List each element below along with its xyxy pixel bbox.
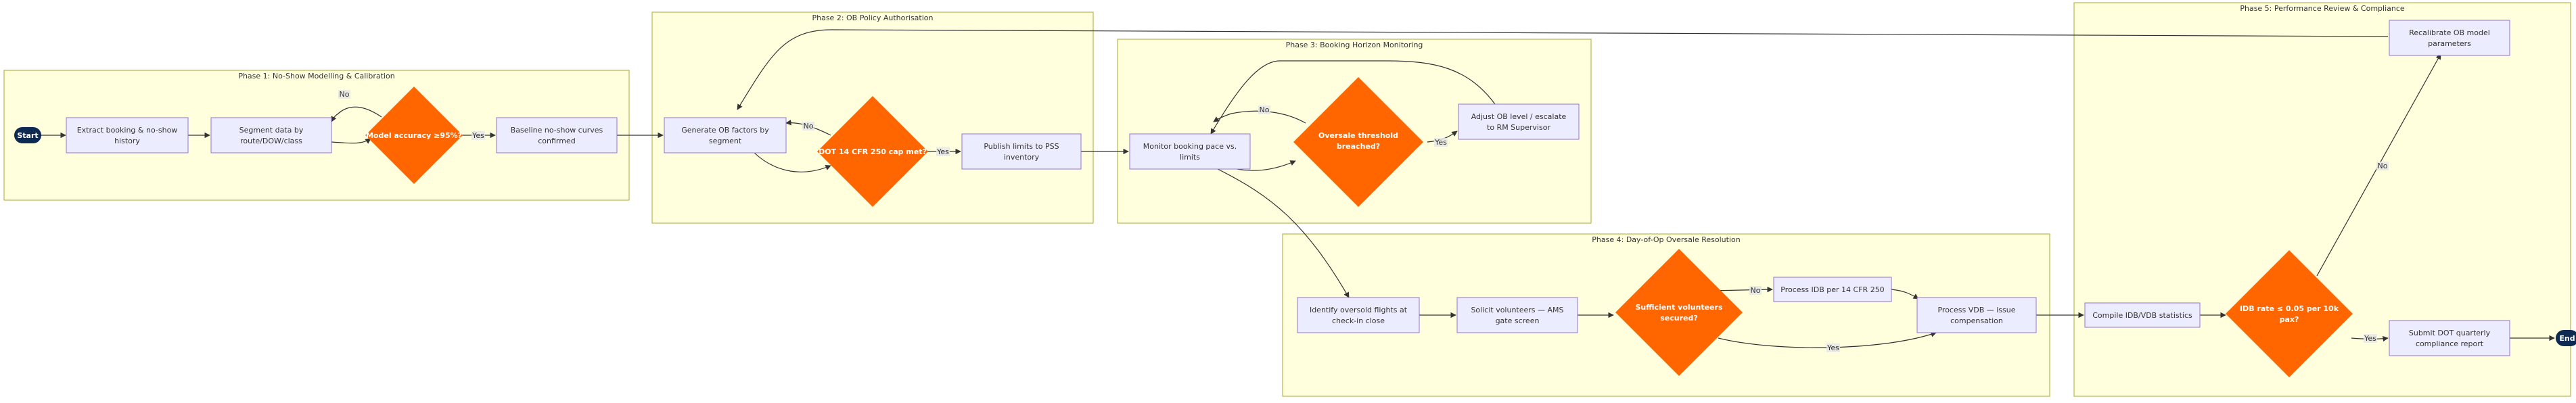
svg-text:Generate OB factors by: Generate OB factors by	[681, 126, 769, 135]
publish-limits-node[interactable]: Publish limits to PSS inventory	[961, 133, 1082, 170]
phase-5-title: Phase 5: Performance Review & Compliance	[2240, 4, 2405, 13]
svg-text:Yes: Yes	[1434, 138, 1447, 147]
svg-text:Segment data by: Segment data by	[239, 126, 304, 135]
process-idb-node[interactable]: Process IDB per 14 CFR 250	[1773, 277, 1892, 302]
svg-text:Baseline no-show curves: Baseline no-show curves	[511, 126, 603, 135]
svg-text:Yes: Yes	[472, 131, 484, 140]
sufficient-volunteers-decision[interactable]: Sufficient volunteers secured?	[1615, 249, 1743, 376]
svg-text:Yes: Yes	[1826, 343, 1839, 352]
monitor-pace-node[interactable]: Monitor booking pace vs. limits	[1129, 133, 1251, 170]
svg-text:Identify oversold flights at: Identify oversold flights at	[1310, 306, 1408, 314]
edge-label-modelacc-no: No	[338, 90, 350, 99]
svg-text:IDB rate ≤ 0.05 per 10k: IDB rate ≤ 0.05 per 10k	[2240, 304, 2339, 313]
svg-text:Publish limits to PSS: Publish limits to PSS	[984, 142, 1059, 151]
svg-text:confirmed: confirmed	[538, 137, 575, 145]
svg-text:check-in close: check-in close	[1332, 316, 1385, 325]
svg-text:No: No	[1751, 286, 1761, 295]
edge-monitor-identify	[1217, 168, 1350, 298]
start-node[interactable]: Start	[14, 127, 41, 143]
edge-generate-dot14	[753, 151, 831, 172]
edge-segment-modelacc	[331, 138, 371, 144]
segment-data-node[interactable]: Segment data by route/DOW/class	[210, 117, 332, 153]
svg-text:compensation: compensation	[1950, 316, 2003, 325]
svg-text:DOT 14 CFR 250 cap met?: DOT 14 CFR 250 cap met?	[819, 147, 927, 156]
svg-text:Yes: Yes	[2364, 334, 2376, 343]
svg-text:Solicit volunteers — AMS: Solicit volunteers — AMS	[1471, 306, 1563, 314]
process-vdb-node[interactable]: Process VDB — issue compensation	[1916, 297, 2037, 333]
svg-text:breached?: breached?	[1337, 142, 1380, 151]
svg-text:Sufficient volunteers: Sufficient volunteers	[1635, 303, 1722, 312]
adjust-ob-node[interactable]: Adjust OB level / escalate to RM Supervi…	[1458, 103, 1580, 140]
idb-rate-decision[interactable]: IDB rate ≤ 0.05 per 10k pax?	[2226, 250, 2353, 377]
svg-text:Yes: Yes	[936, 147, 949, 156]
svg-text:Adjust OB level / escalate: Adjust OB level / escalate	[1471, 112, 1567, 121]
svg-text:Recalibrate OB model: Recalibrate OB model	[2409, 28, 2490, 37]
edge-oversale-monitor-no	[1213, 110, 1306, 124]
edge-label-modelacc-yes: Yes	[472, 131, 485, 140]
extract-history-node[interactable]: Extract booking & no-show history	[66, 117, 189, 153]
edge-processidb-processvdb	[1891, 289, 1919, 300]
svg-text:Model accuracy ≥95%?: Model accuracy ≥95%?	[366, 131, 462, 140]
dot14-cap-decision[interactable]: DOT 14 CFR 250 cap met?	[817, 96, 928, 207]
edge-label-idbrate-no: No	[2376, 162, 2389, 170]
edge-adjust-monitor	[1210, 60, 1496, 135]
edge-modelacc-segment-no	[331, 106, 382, 122]
phase-2-title: Phase 2: OB Policy Authorisation	[812, 14, 933, 22]
recalibrate-model-node[interactable]: Recalibrate OB model parameters	[2389, 20, 2510, 56]
svg-text:Oversale threshold: Oversale threshold	[1318, 131, 1398, 140]
svg-text:secured?: secured?	[1660, 314, 1698, 323]
phase-3-title: Phase 3: Booking Horizon Monitoring	[1286, 41, 1423, 49]
svg-text:compliance report: compliance report	[2416, 339, 2484, 348]
model-accuracy-decision[interactable]: Model accuracy ≥95%?	[365, 87, 463, 184]
oversale-threshold-decision[interactable]: Oversale threshold breached?	[1293, 77, 1423, 207]
svg-text:inventory: inventory	[1004, 153, 1040, 162]
svg-text:No: No	[2378, 162, 2388, 170]
phase-4-title: Phase 4: Day-of-Op Oversale Resolution	[1592, 235, 1740, 244]
svg-text:route/DOW/class: route/DOW/class	[240, 137, 302, 145]
edge-label-oversale-no: No	[1258, 105, 1270, 114]
generate-ob-node[interactable]: Generate OB factors by segment	[664, 117, 787, 153]
svg-text:No: No	[804, 122, 814, 131]
edge-label-sufficient-no: No	[1749, 286, 1762, 295]
svg-text:parameters: parameters	[2428, 39, 2471, 48]
svg-text:Process IDB per 14 CFR 250: Process IDB per 14 CFR 250	[1780, 285, 1884, 294]
edge-label-dot14-no: No	[802, 122, 814, 131]
edge-labels: No Yes No Yes No Yes No Yes	[338, 90, 2389, 352]
submit-report-node[interactable]: Submit DOT quarterly compliance report	[2389, 320, 2510, 356]
svg-text:Compile IDB/VDB statistics: Compile IDB/VDB statistics	[2092, 311, 2192, 320]
baseline-curves-node[interactable]: Baseline no-show curves confirmed	[496, 117, 618, 153]
solicit-volunteers-node[interactable]: Solicit volunteers — AMS gate screen	[1456, 297, 1578, 333]
svg-text:to RM Supervisor: to RM Supervisor	[1487, 123, 1550, 132]
start-label: Start	[17, 131, 38, 140]
svg-text:Submit DOT quarterly: Submit DOT quarterly	[2409, 329, 2491, 337]
end-node[interactable]: End	[2556, 330, 2576, 346]
edge-label-dot14-yes: Yes	[936, 147, 950, 156]
svg-text:gate screen: gate screen	[1496, 316, 1540, 325]
svg-text:pax?: pax?	[2280, 315, 2299, 324]
svg-text:history: history	[114, 137, 140, 145]
identify-oversold-node[interactable]: Identify oversold flights at check-in cl…	[1297, 297, 1420, 333]
edge-label-idbrate-yes: Yes	[2364, 334, 2377, 343]
svg-text:Extract booking & no-show: Extract booking & no-show	[77, 126, 178, 135]
phase-1-title: Phase 1: No-Show Modelling & Calibration	[238, 72, 394, 80]
end-label: End	[2559, 334, 2575, 343]
svg-text:Monitor booking pace vs.: Monitor booking pace vs.	[1143, 142, 1237, 151]
edge-sufficient-processidb-no	[1711, 286, 1773, 293]
svg-text:No: No	[340, 90, 350, 99]
svg-text:Process VDB — issue: Process VDB — issue	[1937, 306, 2015, 314]
compile-stats-node[interactable]: Compile IDB/VDB statistics	[2084, 302, 2201, 328]
svg-text:No: No	[1260, 105, 1270, 114]
edge-label-oversale-yes: Yes	[1434, 138, 1448, 147]
edge-label-sufficient-yes: Yes	[1826, 343, 1840, 352]
edge-recalibrate-generate	[737, 29, 2389, 110]
svg-text:segment: segment	[709, 137, 742, 145]
svg-text:limits: limits	[1180, 153, 1200, 162]
